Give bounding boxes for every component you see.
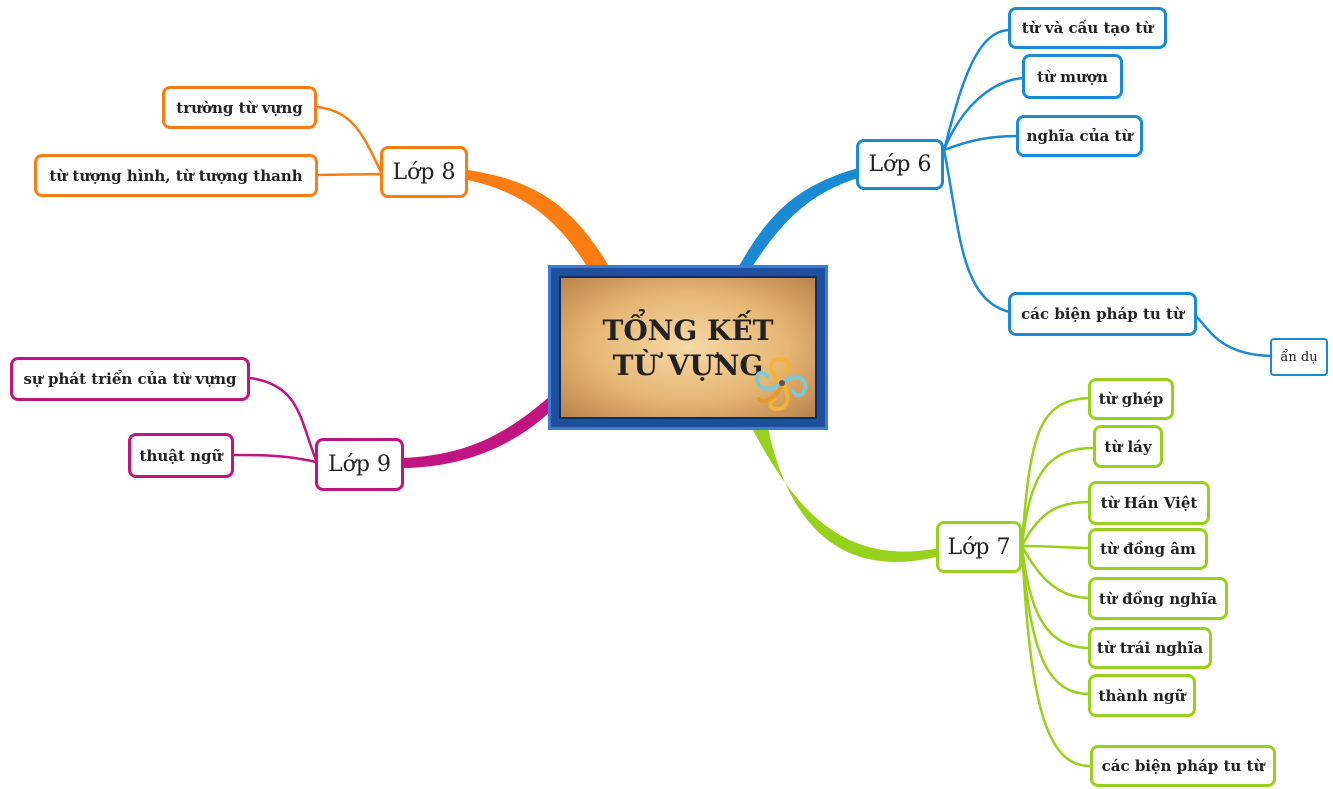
branch-lop9-line (404, 396, 552, 468)
lop7-item-cac-bien-phap-tu-tu[interactable]: các biện pháp tu từ (1090, 745, 1276, 787)
lop6-item-cac-bien-phap-tu-tu[interactable]: các biện pháp tu từ (1008, 292, 1197, 336)
lop9-item-thuat-ngu[interactable]: thuật ngữ (128, 433, 234, 478)
lop7-item-thanh-ngu[interactable]: thành ngữ (1088, 674, 1196, 717)
branch-lop7-line (752, 428, 940, 562)
lop7-item-tu-trai-nghia[interactable]: từ trái nghĩa (1088, 627, 1212, 669)
lop8-item-tu-tuong-hinh-tu-tuong-thanh[interactable]: từ tượng hình, từ tượng thanh (34, 154, 318, 197)
lop8-sub-links (315, 105, 384, 177)
branch-lop6-line (738, 168, 858, 270)
branch-lop8[interactable]: Lớp 8 (380, 146, 468, 198)
branch-lop6[interactable]: Lớp 6 (856, 139, 944, 190)
lop7-sub-links (1020, 396, 1095, 768)
lop9-sub-links (233, 376, 318, 464)
lop6-item-tu-va-cau-tao-tu[interactable]: từ và cấu tạo từ (1008, 7, 1167, 49)
lop6-item-nghia-cua-tu[interactable]: nghĩa của từ (1016, 115, 1143, 157)
branch-lop8-line (468, 170, 610, 268)
branch-lop7[interactable]: Lớp 7 (936, 521, 1022, 573)
branch-lop9[interactable]: Lớp 9 (315, 438, 404, 491)
lop7-item-tu-dong-nghia[interactable]: từ đồng nghĩa (1088, 577, 1228, 620)
lop7-item-tu-lay[interactable]: từ láy (1093, 425, 1163, 468)
lop7-item-tu-ghep[interactable]: từ ghép (1088, 378, 1174, 420)
lop8-item-truong-tu-vung[interactable]: trường từ vựng (162, 86, 317, 129)
lop7-item-tu-han-viet[interactable]: từ Hán Việt (1088, 481, 1210, 525)
lop6-item-tu-muon[interactable]: từ mượn (1022, 54, 1123, 99)
central-topic[interactable]: TỔNG KẾT TỪ VỰNG (548, 265, 828, 430)
central-topic-title: TỔNG KẾT TỪ VỰNG (559, 276, 817, 419)
lop7-item-tu-dong-am[interactable]: từ đồng âm (1088, 528, 1208, 570)
lop6-subitem-an-du[interactable]: ẩn dụ (1270, 338, 1328, 376)
puzzle-hooks-icon (754, 356, 808, 412)
lop9-item-su-phat-trien-cua-tu-vung[interactable]: sự phát triển của từ vựng (10, 357, 250, 401)
lop6-sub-links (942, 28, 1273, 358)
